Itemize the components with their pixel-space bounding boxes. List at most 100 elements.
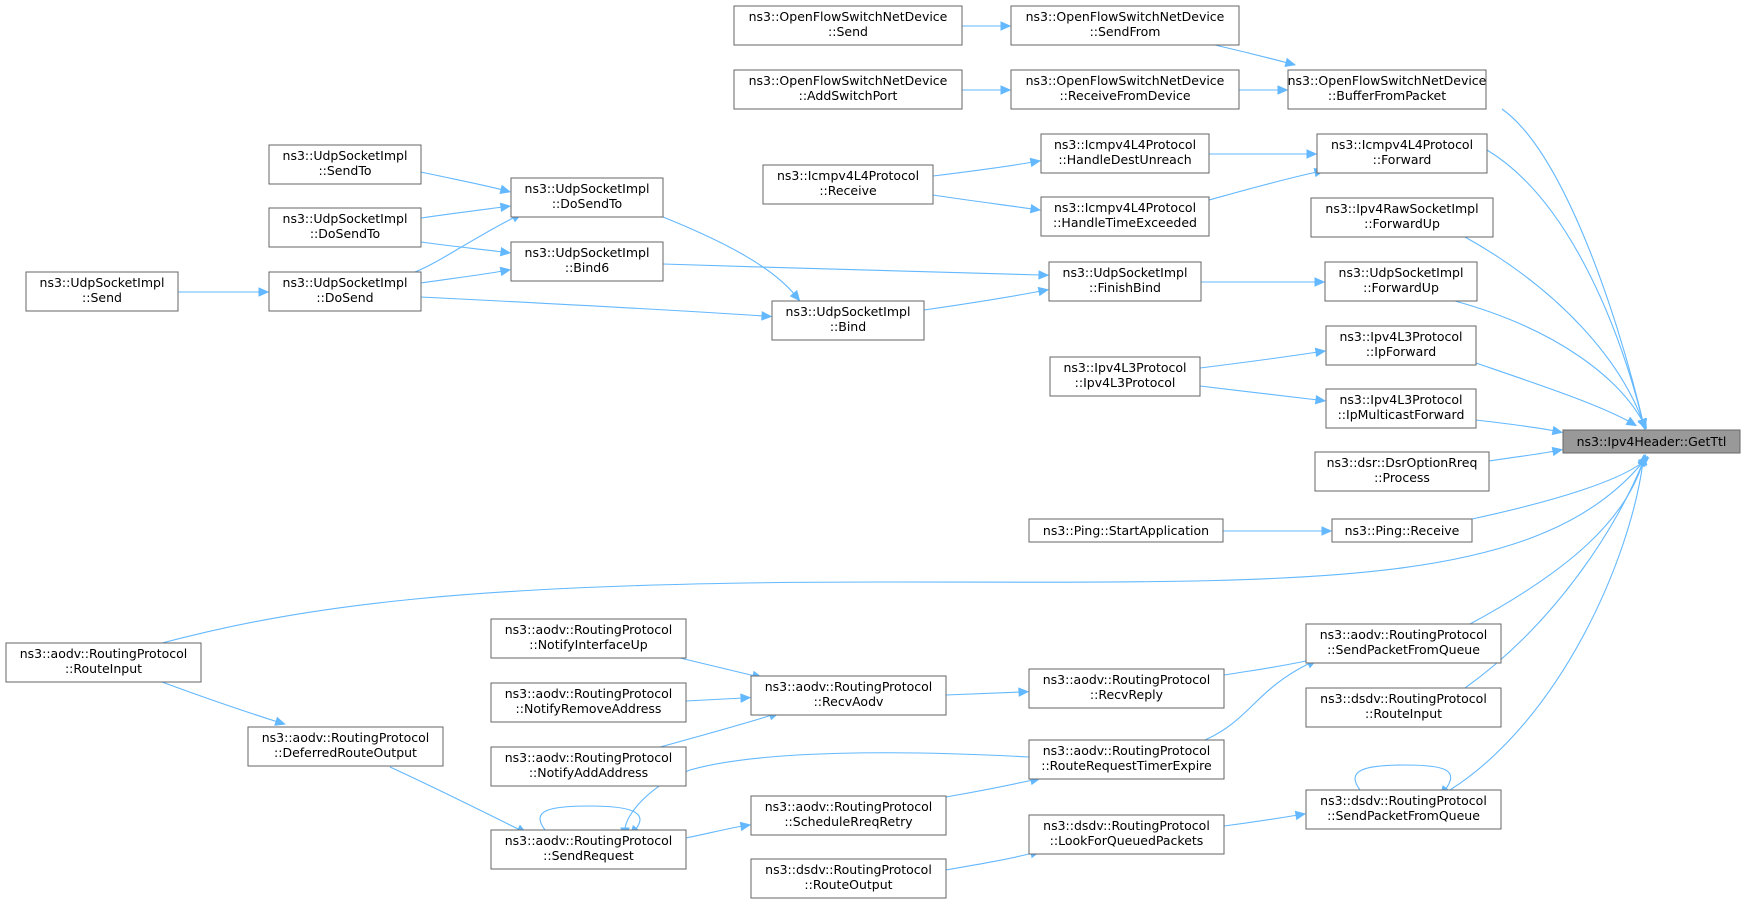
node-label-line: ns3::UdpSocketImpl <box>1063 265 1188 280</box>
arrowhead-icon <box>1637 417 1648 430</box>
edge-line <box>945 852 1034 871</box>
edge-line <box>1475 362 1631 423</box>
node-box <box>1331 518 1473 543</box>
arrowhead-icon <box>258 287 270 297</box>
node-label-line: ns3::Icmpv4L4Protocol <box>1054 137 1196 152</box>
edge-line <box>659 714 773 748</box>
node-udp_dosend[interactable]: ns3::UdpSocketImpl::DoSend <box>268 271 422 312</box>
node-box <box>762 164 934 205</box>
node-ipv4l3_ipfwd[interactable]: ns3::Ipv4L3Protocol::IpForward <box>1325 325 1477 366</box>
nodes-layer: ns3::Ipv4Header::GetTtl ns3::OpenFlowSwit… <box>5 5 1741 899</box>
arrowhead-icon <box>1018 687 1030 697</box>
node-label-line: ::SendRequest <box>543 848 634 863</box>
node-udp_sendto[interactable]: ns3::UdpSocketImpl::SendTo <box>268 144 422 185</box>
node-aodv_notifyup[interactable]: ns3::aodv::RoutingProtocol::NotifyInterf… <box>490 618 687 659</box>
node-label-line: ns3::aodv::RoutingProtocol <box>505 750 673 765</box>
node-ofsn_sendfrom[interactable]: ns3::OpenFlowSwitchNetDevice::SendFrom <box>1010 5 1240 46</box>
node-aodv_sched[interactable]: ns3::aodv::RoutingProtocol::ScheduleRreq… <box>750 795 947 836</box>
edge-udp_dosend-to-udp_bind <box>420 296 773 321</box>
node-label-line: ::ForwardUp <box>1364 216 1440 231</box>
node-label-line: ns3::dsdv::RoutingProtocol <box>1320 691 1487 706</box>
node-label-line: ::NotifyAddAddress <box>529 765 648 780</box>
node-dsdv_sendq[interactable]: ns3::dsdv::RoutingProtocol::SendPacketFr… <box>1305 789 1502 830</box>
arrowhead-icon <box>1306 149 1318 159</box>
node-root[interactable]: ns3::Ipv4Header::GetTtl <box>1562 429 1741 454</box>
node-ofsn_recv[interactable]: ns3::OpenFlowSwitchNetDevice::ReceiveFro… <box>1010 69 1240 110</box>
node-udp_dosendto_l[interactable]: ns3::UdpSocketImpl::DoSendTo <box>268 207 422 248</box>
edge-line <box>1471 461 1644 520</box>
node-icmp_hdu[interactable]: ns3::Icmpv4L4Protocol::HandleDestUnreach <box>1040 133 1210 174</box>
node-aodv_routeinput[interactable]: ns3::aodv::RoutingProtocol::RouteInput <box>5 642 202 683</box>
edge-line <box>420 270 504 284</box>
node-label-line: ::BufferFromPacket <box>1328 88 1446 103</box>
node-label-line: ::IpMulticastForward <box>1338 407 1465 422</box>
node-dsr_process[interactable]: ns3::dsr::DsrOptionRreq::Process <box>1314 451 1490 492</box>
node-ipv4l3_ctor[interactable]: ns3::Ipv4L3Protocol::Ipv4L3Protocol <box>1049 356 1201 397</box>
node-label-line: ns3::Ipv4L3Protocol <box>1339 392 1462 407</box>
node-box <box>1316 133 1488 174</box>
edge-line <box>923 290 1042 311</box>
edge-udp_sendto-to-udp_dosendto_m <box>420 171 511 195</box>
node-box <box>1048 261 1202 302</box>
edge-aodv_recvreply-to-aodv_sendq <box>1223 655 1318 676</box>
arrowhead-icon <box>1637 453 1648 466</box>
node-box <box>490 682 687 723</box>
edge-line <box>1488 450 1556 462</box>
node-udp_bind6[interactable]: ns3::UdpSocketImpl::Bind6 <box>510 241 664 282</box>
node-aodv_notifyrem[interactable]: ns3::aodv::RoutingProtocol::NotifyRemove… <box>490 682 687 723</box>
edge-udp_bind-to-udp_finishbind <box>923 286 1050 311</box>
node-udp_dosendto_m[interactable]: ns3::UdpSocketImpl::DoSendTo <box>510 177 664 218</box>
edge-udp_fwdup-to-root <box>1454 300 1648 430</box>
node-box <box>1305 789 1502 830</box>
node-ofsn_send[interactable]: ns3::OpenFlowSwitchNetDevice::Send <box>733 5 963 46</box>
node-dsdv_lfqp[interactable]: ns3::dsdv::RoutingProtocol::LookForQueue… <box>1028 814 1225 855</box>
node-udp_send[interactable]: ns3::UdpSocketImpl::Send <box>25 271 179 312</box>
arrowhead-icon <box>1551 446 1564 457</box>
edge-dsdv_sendq-to-root <box>1449 453 1648 791</box>
node-label-line: ns3::Ipv4L3Protocol <box>1063 360 1186 375</box>
node-box <box>1010 5 1240 46</box>
node-box <box>1305 687 1502 728</box>
node-aodv_notifyadd[interactable]: ns3::aodv::RoutingProtocol::NotifyAddAdd… <box>490 746 687 787</box>
edge-icmp_hdu-to-icmp_fwd <box>1208 149 1318 159</box>
node-label-line: ::ForwardUp <box>1363 280 1439 295</box>
edge-line <box>1199 385 1319 401</box>
node-aodv_sendq[interactable]: ns3::aodv::RoutingProtocol::SendPacketFr… <box>1305 623 1502 664</box>
node-icmp_fwd[interactable]: ns3::Icmpv4L4Protocol::Forward <box>1316 133 1488 174</box>
node-box <box>268 207 422 248</box>
node-udp_finishbind[interactable]: ns3::UdpSocketImpl::FinishBind <box>1048 261 1202 302</box>
node-aodv_deferred[interactable]: ns3::aodv::RoutingProtocol::DeferredRout… <box>247 726 444 767</box>
arrowhead-icon <box>499 202 512 213</box>
node-aodv_recvreply[interactable]: ns3::aodv::RoutingProtocol::RecvReply <box>1028 668 1225 709</box>
node-label-line: ::AddSwitchPort <box>799 88 898 103</box>
node-label-line: ns3::dsdv::RoutingProtocol <box>1320 793 1487 808</box>
node-dsdv_routeinput[interactable]: ns3::dsdv::RoutingProtocol::RouteInput <box>1305 687 1502 728</box>
node-icmp_hte[interactable]: ns3::Icmpv4L4Protocol::HandleTimeExceede… <box>1040 196 1210 237</box>
node-aodv_rrte[interactable]: ns3::aodv::RoutingProtocol::RouteRequest… <box>1028 739 1225 780</box>
node-label-line: ns3::UdpSocketImpl <box>525 181 650 196</box>
node-ping_start[interactable]: ns3::Ping::StartApplication <box>1028 518 1224 543</box>
node-label-line: ::ReceiveFromDevice <box>1059 88 1190 103</box>
node-label-line: ns3::Icmpv4L4Protocol <box>1331 137 1473 152</box>
node-dsdv_routeout[interactable]: ns3::dsdv::RoutingProtocol::RouteOutput <box>750 858 947 899</box>
node-ofsn_buffer[interactable]: ns3::OpenFlowSwitchNetDevice::BufferFrom… <box>1287 69 1487 110</box>
edge-udp_finishbind-to-udp_fwdup <box>1200 277 1326 287</box>
edge-udp_dosendto_l-to-udp_bind6 <box>420 241 512 257</box>
node-ofsn_addport[interactable]: ns3::OpenFlowSwitchNetDevice::AddSwitchP… <box>733 69 963 110</box>
node-label-line: ::RouteOutput <box>804 877 892 892</box>
node-aodv_recvaodv[interactable]: ns3::aodv::RoutingProtocol::RecvAodv <box>750 675 947 716</box>
node-box <box>1325 388 1477 429</box>
node-aodv_sendreq[interactable]: ns3::aodv::RoutingProtocol::SendRequest <box>490 829 687 870</box>
node-ipv4l3_mcast[interactable]: ns3::Ipv4L3Protocol::IpMulticastForward <box>1325 388 1477 429</box>
node-label-line: ::Bind <box>830 319 866 334</box>
node-raw_fwdup[interactable]: ns3::Ipv4RawSocketImpl::ForwardUp <box>1310 197 1494 238</box>
edge-ofsn_buffer-to-root <box>1501 108 1648 430</box>
node-ping_recv[interactable]: ns3::Ping::Receive <box>1331 518 1473 543</box>
node-box <box>490 618 687 659</box>
node-box <box>750 675 947 716</box>
node-icmp_recv[interactable]: ns3::Icmpv4L4Protocol::Receive <box>762 164 934 205</box>
node-udp_bind[interactable]: ns3::UdpSocketImpl::Bind <box>771 300 925 341</box>
arrowhead-icon <box>1284 57 1296 68</box>
node-udp_fwdup[interactable]: ns3::UdpSocketImpl::ForwardUp <box>1324 261 1478 302</box>
node-label-line: ns3::Ping::Receive <box>1345 523 1460 538</box>
